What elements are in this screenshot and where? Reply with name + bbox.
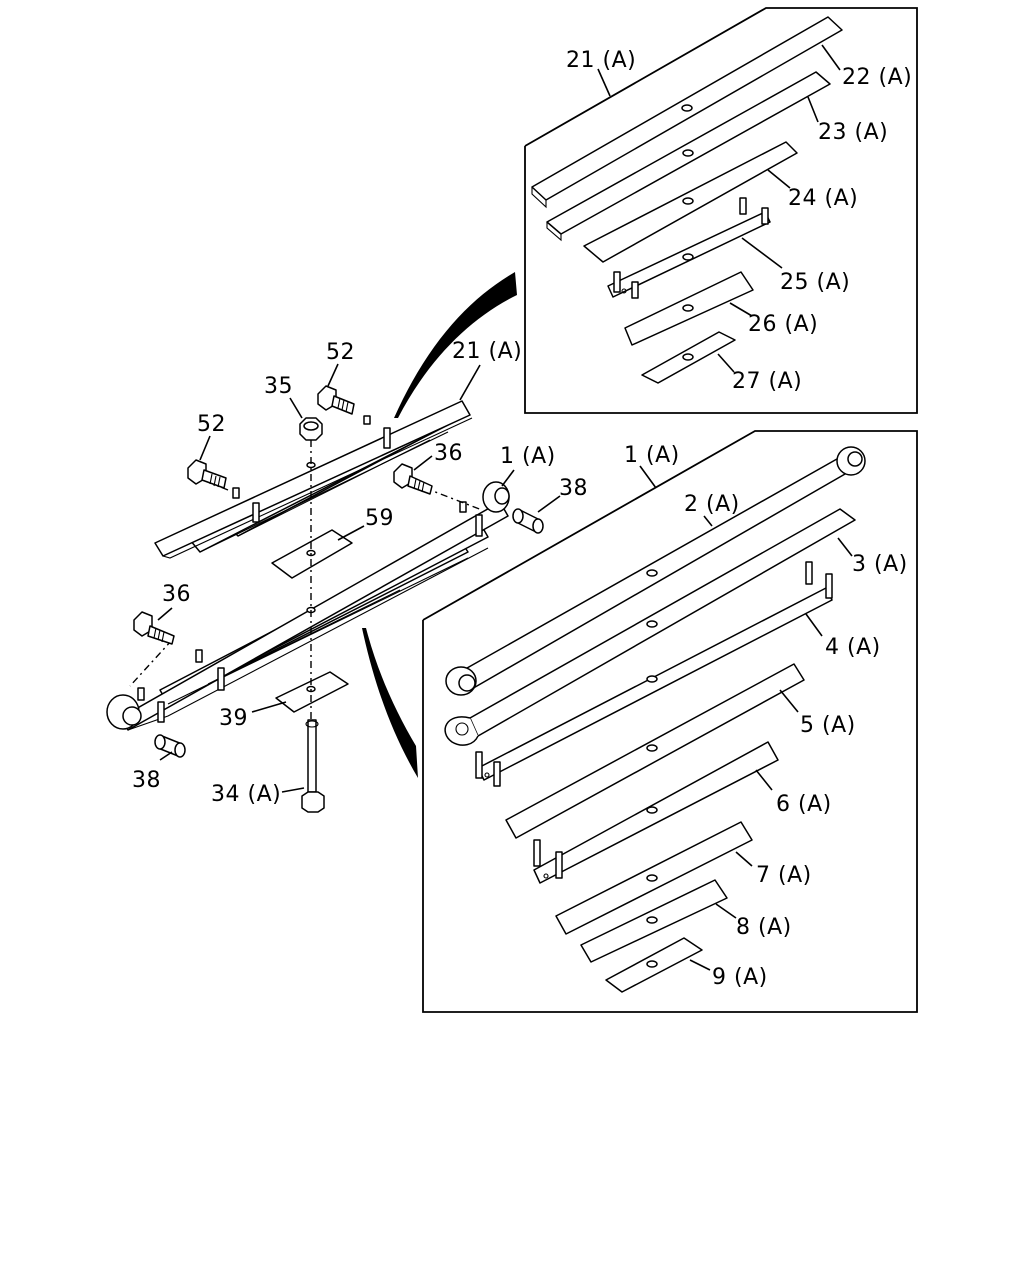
label-1-main: 1 (A) — [500, 444, 556, 469]
label-1-inset: 1 (A) — [624, 443, 680, 468]
label-26: 26 (A) — [748, 312, 818, 337]
nut-35 — [299, 417, 323, 441]
leaf-9 — [605, 937, 703, 993]
label-25: 25 (A) — [780, 270, 850, 295]
leaf-26 — [624, 271, 754, 346]
bushing-38-right — [512, 508, 544, 534]
bolt-36-right — [393, 463, 433, 495]
label-36-left: 36 — [162, 582, 191, 607]
label-52-upper: 52 — [326, 340, 355, 365]
leaf-23 — [546, 71, 831, 242]
helper-spring-assembly — [154, 400, 473, 559]
label-24: 24 (A) — [788, 186, 858, 211]
callout-arrow-main — [362, 628, 418, 778]
bolt-52-upper — [317, 385, 355, 415]
label-35: 35 — [264, 374, 293, 399]
label-9: 9 (A) — [712, 965, 768, 990]
leaf-3 — [444, 508, 856, 746]
leaf-8 — [580, 879, 728, 963]
inset-frame-bottom — [422, 430, 918, 1013]
inset-frame-top — [524, 7, 918, 414]
label-2: 2 (A) — [684, 492, 740, 517]
center-bolt-34 — [301, 719, 325, 813]
label-21-main: 21 (A) — [452, 339, 522, 364]
main-spring-inset: 1 (A) 2 (A) 3 (A) 4 (A) 5 (A) 6 (A) 7 (A… — [422, 430, 918, 1013]
label-38-right: 38 — [559, 476, 588, 501]
label-5: 5 (A) — [800, 713, 856, 738]
label-6: 6 (A) — [776, 792, 832, 817]
label-7: 7 (A) — [756, 863, 812, 888]
leaf-5 — [505, 663, 805, 839]
leaf-6 — [533, 741, 779, 884]
main-spring-assembly — [106, 481, 510, 731]
helper-spring-inset: 21 (A) 22 (A) 23 (A) 24 (A) 25 (A) 26 (A… — [524, 7, 918, 414]
pad-59 — [271, 529, 353, 579]
label-23: 23 (A) — [818, 120, 888, 145]
label-21-inset: 21 (A) — [566, 48, 636, 73]
bushing-38-left — [154, 734, 186, 758]
label-4: 4 (A) — [825, 635, 881, 660]
leaf-27 — [641, 331, 736, 384]
leaf-22 — [531, 16, 843, 209]
label-52-left: 52 — [197, 412, 226, 437]
label-34: 34 (A) — [211, 782, 281, 807]
label-22: 22 (A) — [842, 65, 912, 90]
label-38-left: 38 — [132, 768, 161, 793]
callout-arrow-helper — [394, 272, 517, 418]
label-27: 27 (A) — [732, 369, 802, 394]
label-3: 3 (A) — [852, 552, 908, 577]
leaf-25 — [607, 197, 771, 299]
label-36-right: 36 — [434, 441, 463, 466]
leaf-2 — [445, 446, 866, 696]
label-8: 8 (A) — [736, 915, 792, 940]
label-59: 59 — [365, 506, 394, 531]
label-39: 39 — [219, 706, 248, 731]
leaf-24 — [583, 141, 798, 263]
leaf-7 — [555, 821, 753, 935]
seat-39 — [275, 671, 349, 713]
leaf-4 — [475, 561, 833, 787]
bolt-52-left — [187, 459, 227, 489]
bolt-36-left — [133, 611, 175, 645]
